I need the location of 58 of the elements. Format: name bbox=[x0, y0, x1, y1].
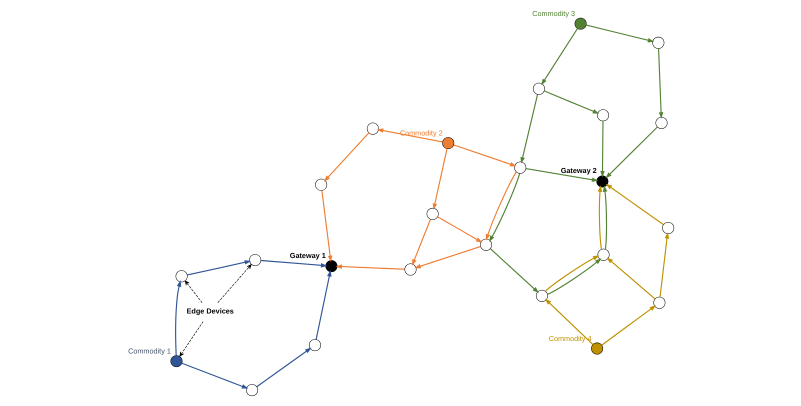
arrow bbox=[605, 184, 664, 226]
arrow bbox=[520, 94, 538, 164]
node-circle bbox=[324, 260, 337, 272]
node-circle bbox=[596, 109, 609, 122]
node-circle bbox=[314, 178, 327, 191]
arrow bbox=[432, 148, 448, 210]
node-circle bbox=[652, 36, 664, 49]
arrow bbox=[540, 28, 578, 86]
arrow bbox=[604, 126, 658, 178]
node-circle bbox=[442, 137, 454, 150]
arrow bbox=[600, 121, 604, 178]
arrow bbox=[586, 24, 654, 42]
arrow bbox=[600, 305, 656, 346]
arrow bbox=[525, 168, 598, 182]
node-circle bbox=[655, 116, 667, 129]
node-circle bbox=[574, 18, 586, 30]
node-circle bbox=[246, 384, 258, 396]
arrow bbox=[412, 219, 431, 266]
node-circle bbox=[366, 122, 378, 135]
node-circle bbox=[426, 208, 438, 220]
node-circle bbox=[532, 82, 544, 95]
node-circle bbox=[480, 238, 492, 251]
node-circle bbox=[308, 339, 320, 352]
arrow bbox=[658, 48, 663, 119]
node-circle bbox=[514, 162, 526, 174]
arrow bbox=[490, 248, 538, 293]
node-circle bbox=[597, 248, 609, 261]
node-circle bbox=[170, 355, 182, 368]
arrow bbox=[597, 185, 602, 250]
arrow bbox=[256, 348, 312, 388]
node-circle bbox=[175, 270, 188, 282]
arrow bbox=[453, 144, 516, 166]
arrow bbox=[181, 362, 248, 389]
arrow bbox=[602, 185, 607, 250]
arrow bbox=[260, 260, 327, 268]
arrow bbox=[414, 246, 480, 268]
arrow bbox=[174, 280, 181, 356]
arrow bbox=[659, 232, 669, 297]
arrow bbox=[544, 90, 599, 114]
arrow bbox=[376, 128, 442, 143]
node-circle bbox=[404, 264, 416, 276]
arrow bbox=[179, 321, 203, 357]
node-circle bbox=[652, 296, 665, 309]
arrow bbox=[544, 298, 593, 345]
node-circle bbox=[535, 290, 548, 302]
node-circle bbox=[662, 222, 674, 234]
arrow bbox=[606, 257, 655, 300]
node-circle bbox=[596, 175, 608, 188]
arrow bbox=[186, 260, 251, 276]
arrow bbox=[335, 264, 404, 270]
arrow bbox=[320, 190, 332, 262]
arrow bbox=[315, 270, 332, 340]
arrow bbox=[184, 280, 202, 304]
arrow bbox=[436, 216, 482, 243]
node-circle bbox=[590, 342, 603, 355]
arrow bbox=[323, 132, 369, 182]
arrow bbox=[217, 264, 252, 303]
node-circle bbox=[248, 254, 261, 266]
